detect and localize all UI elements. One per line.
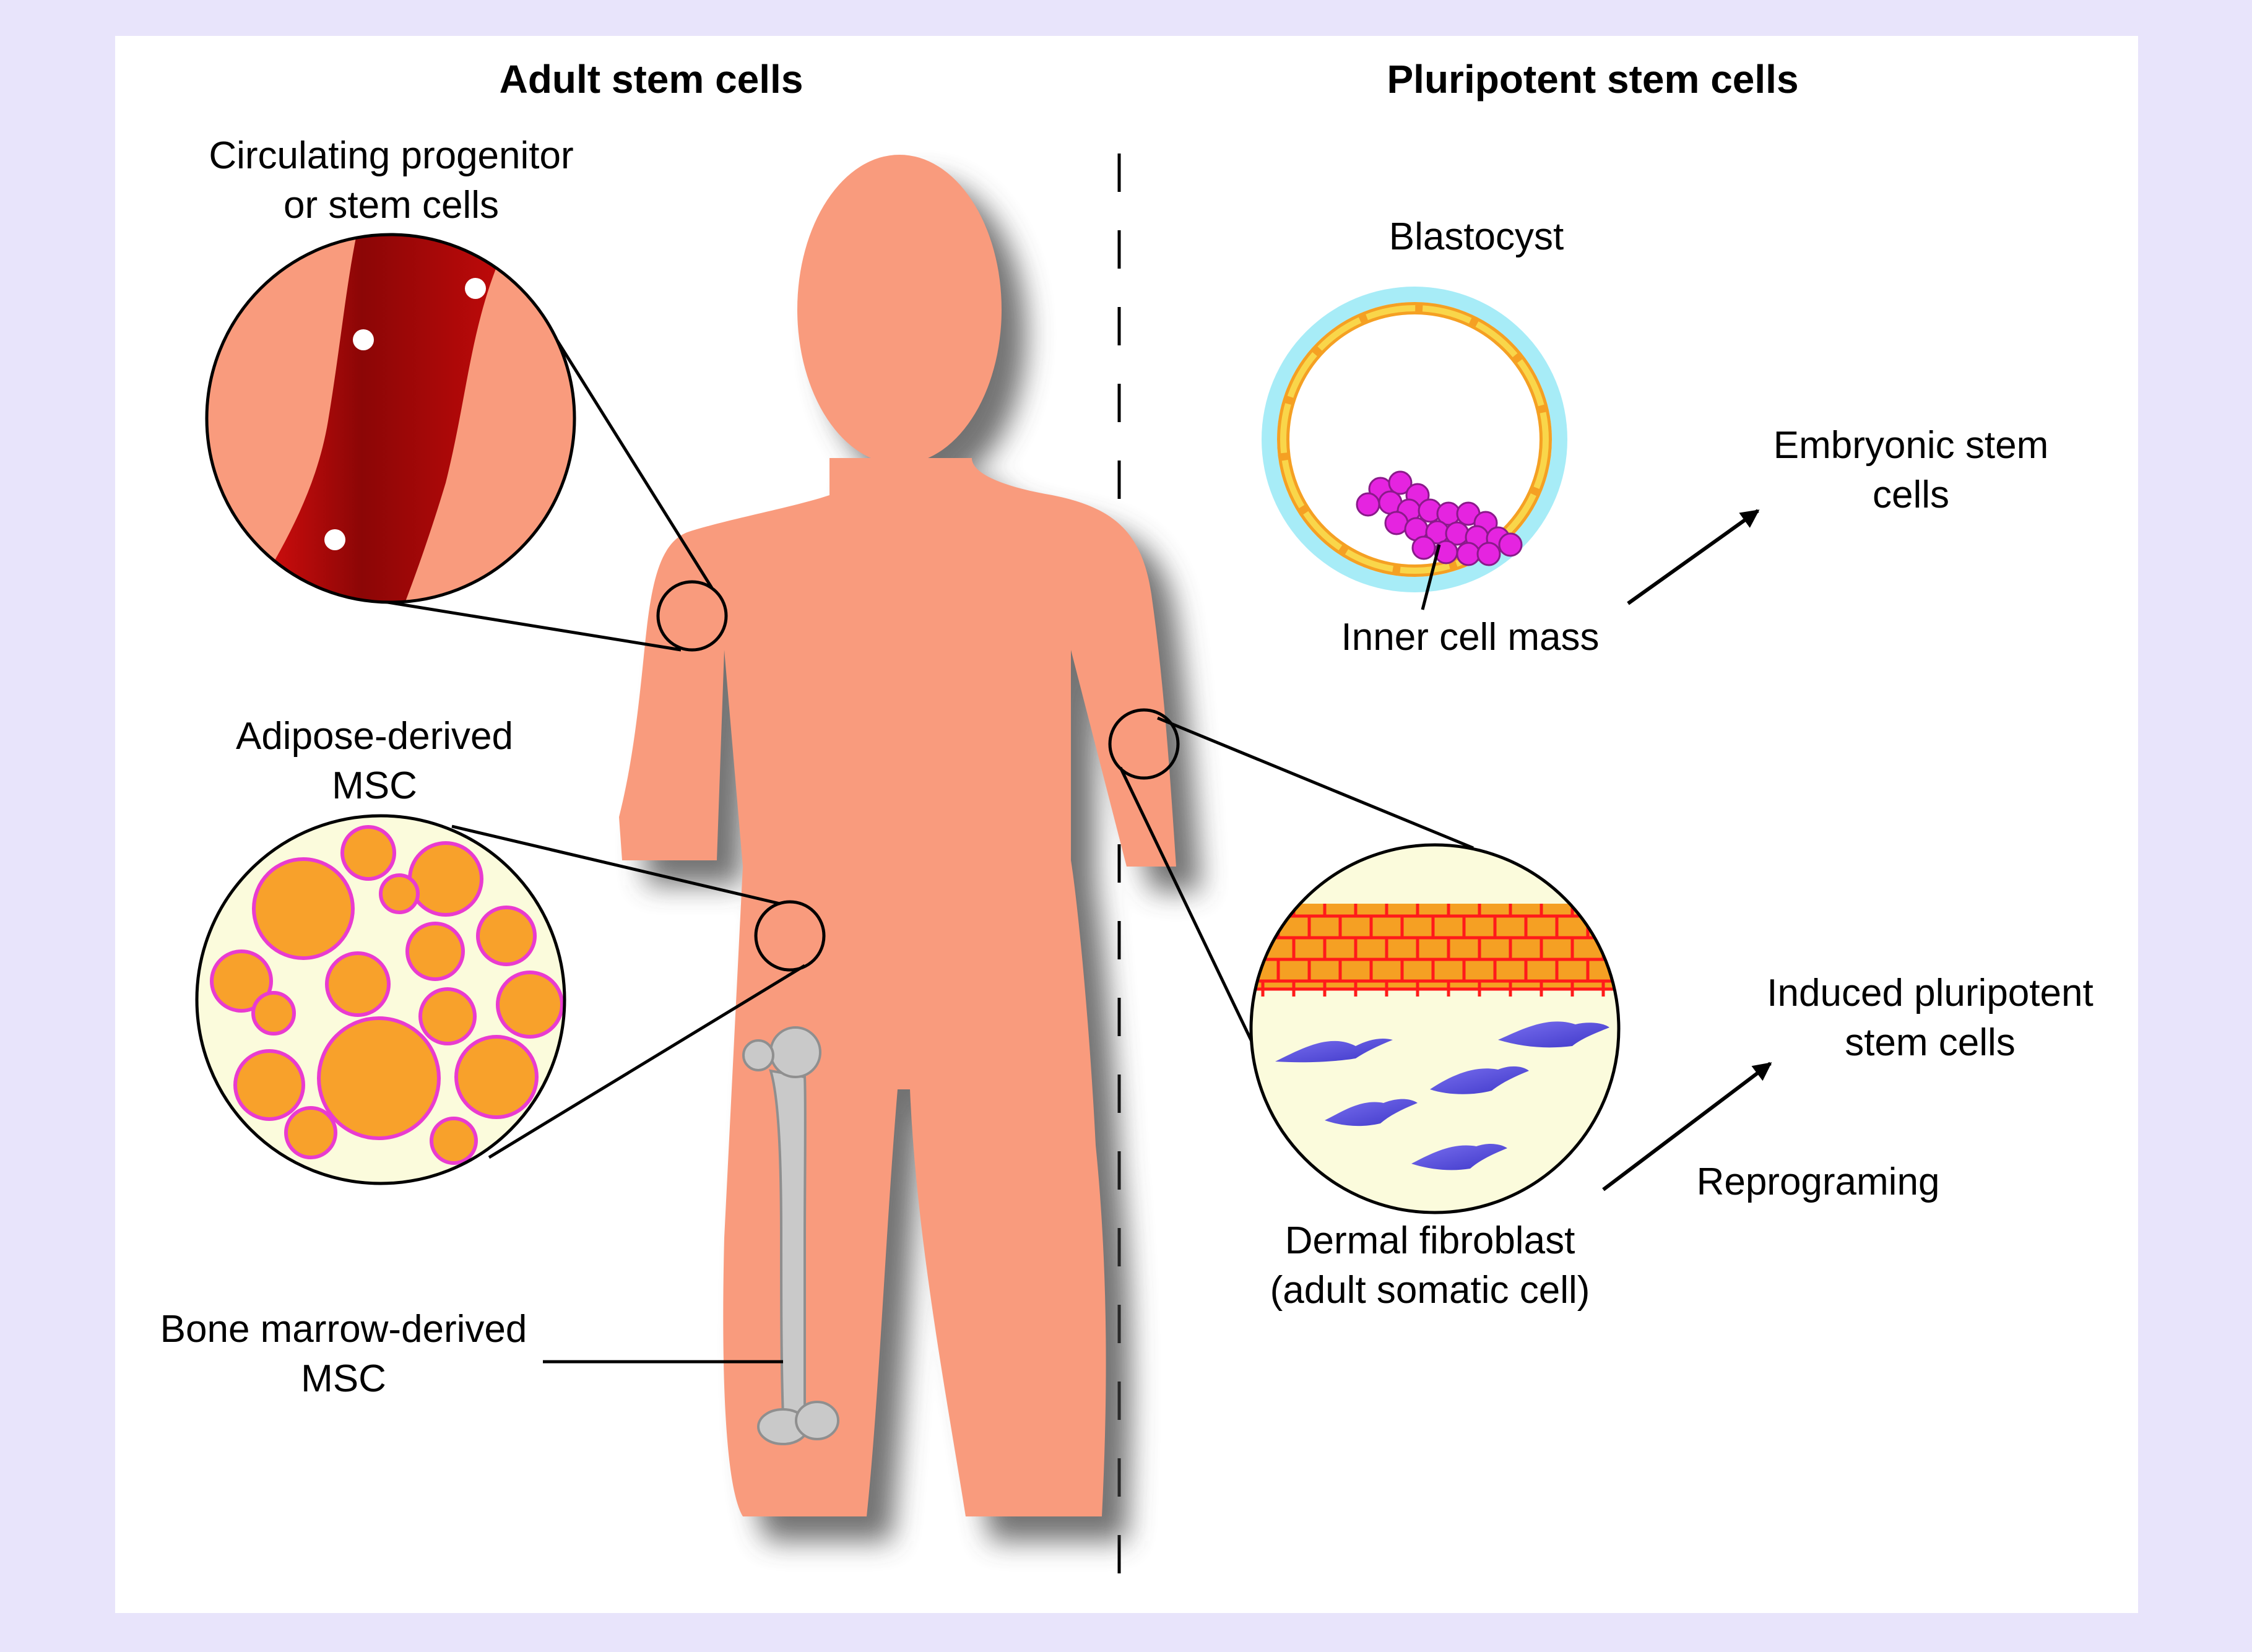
circulating-label-line1: Circulating progenitor — [209, 134, 573, 177]
adult-stem-cells-header: Adult stem cells — [500, 57, 803, 102]
inner-cell-mass-pointer — [1421, 544, 1441, 610]
bone-marrow-label-line2: MSC — [301, 1357, 386, 1400]
fat-cell — [317, 1016, 441, 1140]
fat-cell — [284, 1106, 337, 1159]
femur-bone — [742, 1026, 839, 1445]
arm-zoom-marker-right — [1108, 708, 1180, 780]
fat-cell — [430, 1117, 478, 1165]
fat-cell — [454, 1035, 539, 1119]
reprograming-label: Reprograming — [1697, 1161, 1940, 1203]
adipose-label-line1: Adipose-derived — [236, 715, 513, 758]
blastocyst — [1262, 287, 1567, 592]
fat-cell — [325, 951, 391, 1017]
fat-cell — [379, 873, 420, 914]
blood-vessel-zoom — [205, 233, 576, 604]
fat-cell — [210, 949, 273, 1013]
fat-cell — [408, 841, 483, 917]
circulating-label-line2: or stem cells — [284, 184, 499, 227]
arm-zoom-marker-left — [656, 580, 728, 652]
body-silhouette — [619, 155, 1176, 1516]
fat-cell — [252, 857, 355, 960]
adipose-label-line2: MSC — [332, 764, 417, 807]
dermal-label-line2: (adult somatic cell) — [1270, 1269, 1590, 1312]
torso-and-limbs — [619, 458, 1176, 1516]
inner-cell-mass-label: Inner cell mass — [1341, 616, 1600, 659]
embryonic-label-line2: cells — [1873, 474, 1949, 516]
fat-cell — [405, 922, 465, 981]
inner-cell-mass-cells — [1356, 470, 1523, 566]
fat-cell — [233, 1049, 305, 1121]
head — [797, 155, 1002, 464]
bone-marrow-label-line1: Bone marrow-derived — [160, 1308, 527, 1351]
circulating-stem-cell — [324, 529, 345, 550]
embryonic-arrow — [1627, 509, 1760, 605]
adipose-tissue-zoom — [195, 814, 566, 1185]
dermal-label-line1: Dermal fibroblast — [1285, 1219, 1575, 1262]
fat-cell — [340, 825, 396, 881]
blood-vessel — [235, 235, 517, 602]
induced-label-line2: stem cells — [1845, 1021, 2016, 1064]
induced-label-line1: Induced pluripotent — [1767, 972, 2093, 1014]
circulating-stem-cell — [353, 329, 374, 350]
fat-cell — [418, 987, 477, 1045]
zoom-connector-lines — [383, 339, 1474, 1159]
fat-cell — [496, 971, 564, 1039]
pluripotent-stem-cells-header: Pluripotent stem cells — [1387, 57, 1798, 102]
hip-zoom-marker — [754, 900, 826, 972]
fat-cell — [251, 991, 296, 1036]
circulating-stem-cell — [465, 278, 486, 299]
embryonic-label-line1: Embryonic stem — [1773, 424, 2048, 467]
dermal-tissue-zoom — [1249, 843, 1621, 1214]
reprograming-arrow — [1602, 1062, 1772, 1191]
blastocyst-label: Blastocyst — [1389, 215, 1564, 258]
fat-cell — [476, 906, 537, 966]
fibroblast-cells — [1275, 1021, 1609, 1170]
